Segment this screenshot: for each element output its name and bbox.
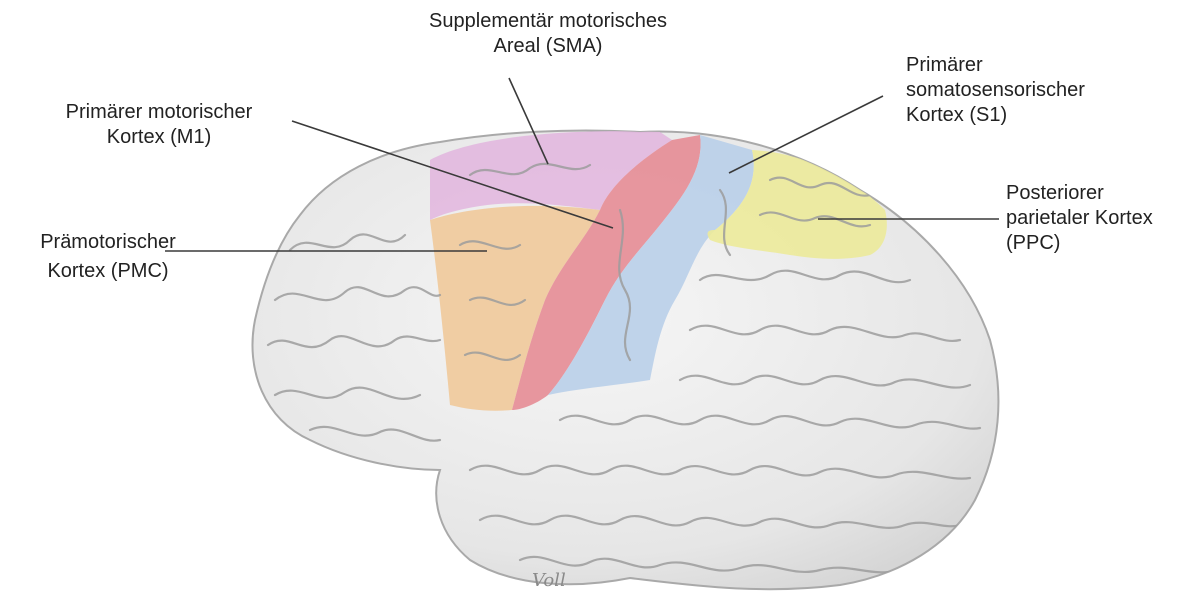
ppc-label: Posteriorer parietaler Kortex (PPC) [1006, 181, 1196, 256]
sma-label-line-1: Supplementär motorisches [398, 9, 698, 34]
ppc-label-line-3: (PPC) [1006, 231, 1196, 256]
pmc-label-line-1: Prämotorischer [8, 230, 208, 255]
pmc-label-line-2: Kortex (PMC) [8, 259, 208, 284]
m1-label: Primärer motorischer Kortex (M1) [30, 100, 288, 150]
m1-label-line-2: Kortex (M1) [30, 125, 288, 150]
m1-label-line-1: Primärer motorischer [30, 100, 288, 125]
sma-label: Supplementär motorisches Areal (SMA) [398, 9, 698, 59]
s1-label: Primärer somatosensorischer Kortex (S1) [906, 53, 1136, 128]
s1-label-line-1: Primärer [906, 53, 1136, 78]
s1-label-line-3: Kortex (S1) [906, 103, 1136, 128]
ppc-label-line-2: parietaler Kortex [1006, 206, 1196, 231]
sma-label-line-2: Areal (SMA) [398, 34, 698, 59]
ppc-label-line-1: Posteriorer [1006, 181, 1196, 206]
s1-label-line-2: somatosensorischer [906, 78, 1136, 103]
pmc-label: Prämotorischer Kortex (PMC) [8, 230, 208, 284]
artist-signature: Voll [532, 570, 566, 591]
